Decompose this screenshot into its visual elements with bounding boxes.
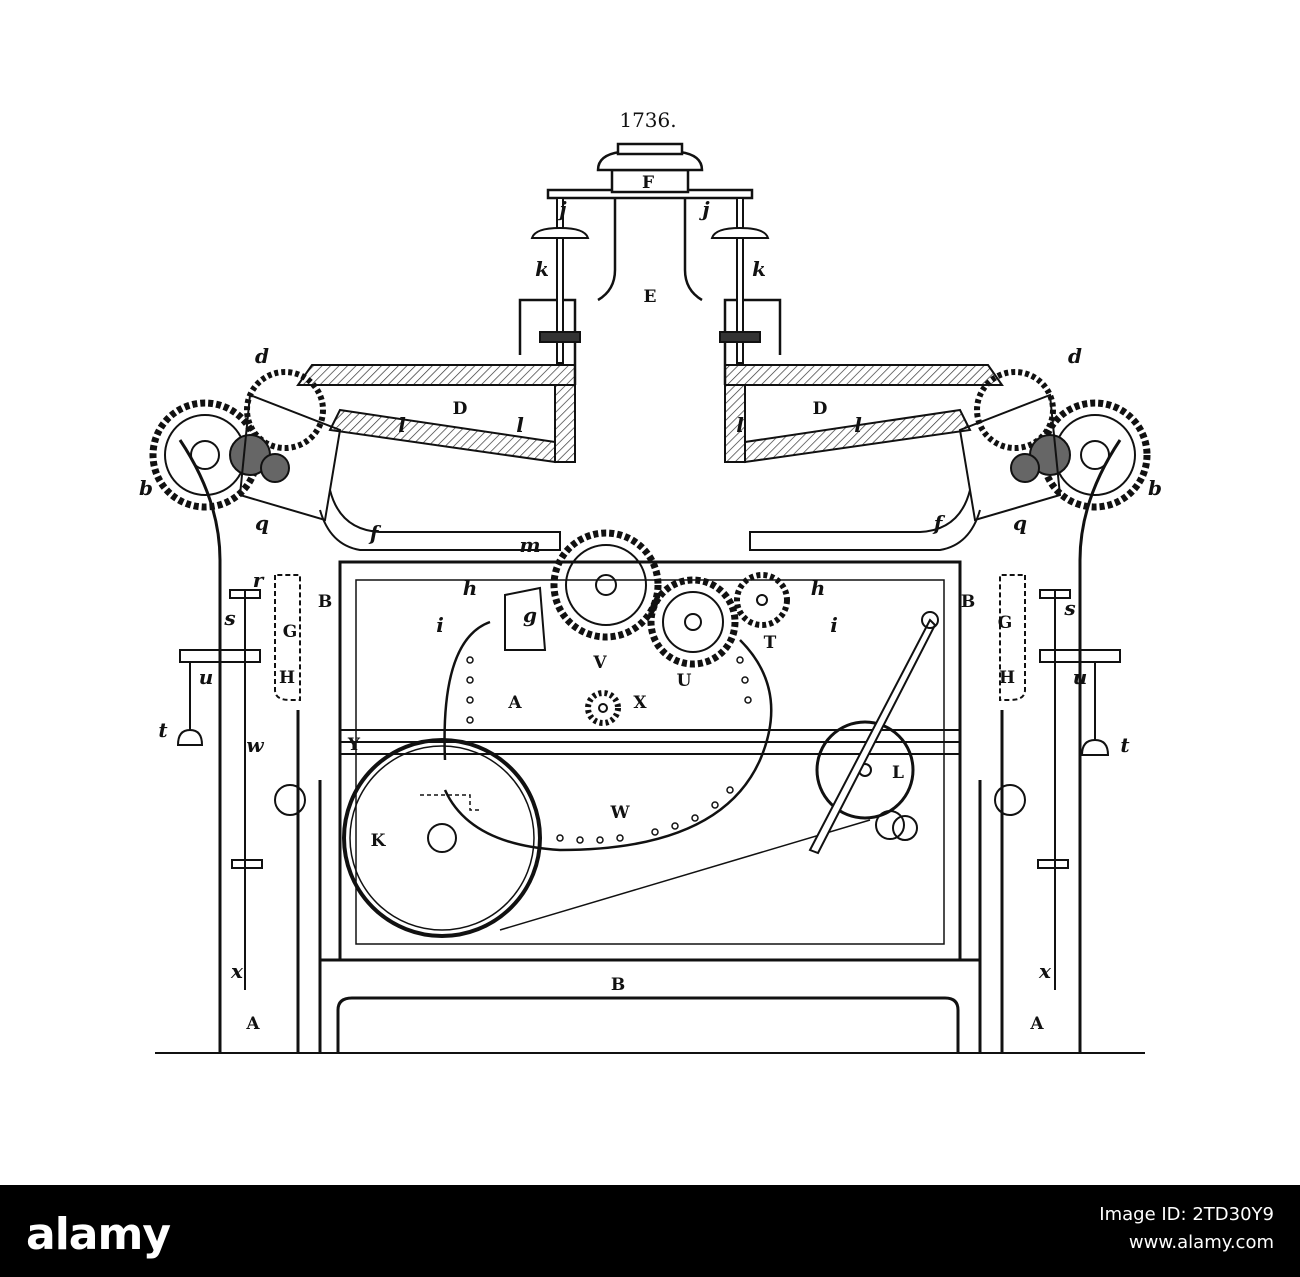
footer-info: Image ID: 2TD30Y9 www.alamy.com (1099, 1201, 1274, 1257)
label-i-right: i (830, 613, 838, 637)
label-t-right: t (1120, 733, 1130, 757)
label-E: E (644, 287, 657, 307)
rack-Y (339, 729, 961, 755)
label-s-left: s (223, 606, 235, 630)
label-q-left: q (255, 511, 269, 535)
label-D-right: D (813, 399, 828, 419)
column-E (518, 142, 782, 385)
label-s-right: s (1063, 596, 1075, 620)
label-V: V (592, 653, 607, 673)
label-X: X (633, 693, 647, 713)
pulley-L (808, 611, 939, 855)
label-x-right: x (1038, 959, 1052, 983)
label-k-left: k (535, 257, 549, 281)
label-G-right: G (998, 613, 1013, 633)
label-A-center: A (507, 693, 522, 713)
label-U: U (677, 671, 692, 691)
label-q-right: q (1013, 511, 1027, 535)
label-K: K (371, 831, 387, 851)
label-u-right: u (1073, 665, 1088, 689)
label-D-left: D (453, 399, 468, 419)
image-id: Image ID: 2TD30Y9 (1099, 1204, 1274, 1225)
alamy-logo: alamy (26, 1209, 171, 1260)
label-f-right: f (932, 511, 946, 535)
label-w-left: w (246, 733, 264, 757)
trough-D (296, 364, 1004, 464)
label-B-right: B (961, 592, 975, 612)
label-B-bottom: B (611, 975, 625, 995)
label-f-left: f (368, 521, 382, 545)
label-h-right: h (811, 576, 826, 600)
label-j-right: j (698, 197, 710, 221)
label-l-1: l (398, 413, 406, 437)
label-L: L (892, 763, 904, 783)
label-B-left: B (318, 592, 332, 612)
drum-W-holes (466, 656, 752, 844)
label-x-left: x (230, 959, 244, 983)
site-url: www.alamy.com (1128, 1232, 1274, 1253)
label-u-left: u (199, 665, 214, 689)
machine-engraving: 1736. F E D D B B B G G H H A A A V U T … (139, 108, 1162, 1054)
drum-W (443, 620, 773, 852)
label-l-4: l (854, 413, 862, 437)
label-r: r (253, 568, 265, 592)
label-H-left: H (279, 668, 295, 688)
spindles-k (530, 197, 770, 364)
left-side-mechanism (176, 574, 306, 990)
label-b-left: b (139, 476, 153, 500)
wheel-K (342, 738, 871, 938)
left-gear-assembly (149, 369, 342, 522)
label-i-left: i (436, 613, 444, 637)
label-G-left: G (283, 622, 298, 642)
label-d-left: d (255, 344, 269, 368)
label-l-2: l (516, 413, 524, 437)
label-W: W (609, 803, 630, 823)
main-frame (178, 439, 1122, 1053)
label-Y: Y (347, 735, 361, 755)
figure-number: 1736. (619, 108, 676, 132)
arms-f (319, 489, 981, 551)
label-t-left: t (158, 718, 168, 742)
label-H-right: H (999, 668, 1015, 688)
right-gear-assembly (958, 369, 1151, 522)
label-b-right: b (1148, 476, 1162, 500)
label-k-right: k (752, 257, 766, 281)
right-side-mechanism (994, 574, 1121, 990)
label-d-right: d (1068, 344, 1082, 368)
label-A-right: A (1029, 1014, 1044, 1034)
stock-footer-bar: alamy Image ID: 2TD30Y9 www.alamy.com (0, 1185, 1300, 1277)
label-l-3: l (736, 413, 744, 437)
label-F: F (642, 173, 654, 193)
gear-train (504, 529, 790, 726)
label-h-left: h (463, 576, 478, 600)
label-m: m (519, 533, 540, 557)
label-g: g (523, 603, 537, 627)
label-T: T (764, 633, 777, 653)
label-A-left: A (245, 1014, 260, 1034)
